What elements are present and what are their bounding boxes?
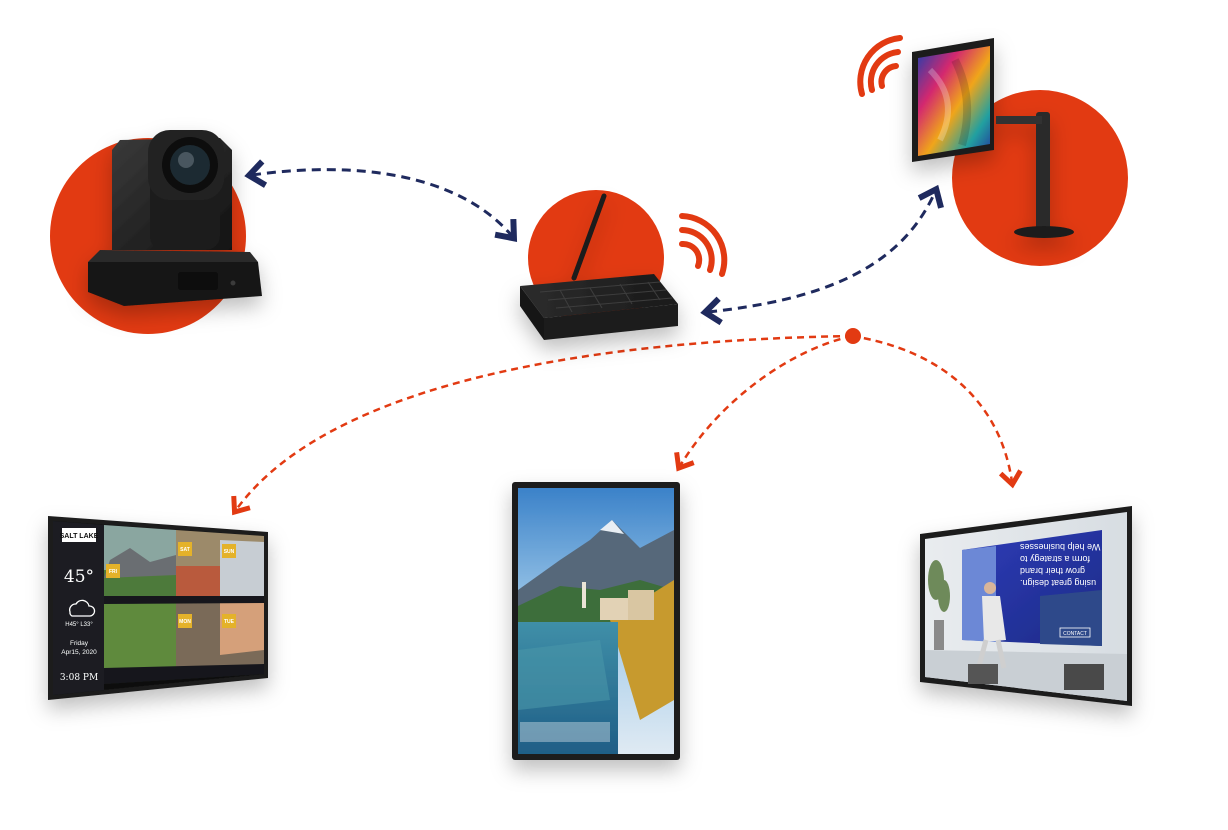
router-icon (520, 193, 678, 340)
temperature-value: 45° (64, 567, 94, 587)
day-card-sun: SUN (224, 549, 235, 555)
day-card-sat: SAT (180, 547, 190, 553)
time-label: 3:08 PM (60, 673, 98, 683)
signage-display-left: SALT LAKE 45° H45° L33° Friday Apr15, 20… (48, 516, 268, 700)
date-label: Apr15, 2020 (61, 649, 97, 656)
ptz-camera (50, 130, 262, 334)
hi-lo-temps: H45° L33° (65, 622, 93, 628)
link-camera-router (244, 159, 518, 242)
chair (1064, 664, 1104, 690)
link-router-monitor (700, 184, 944, 326)
headline-line-2: form a strategy to (1020, 554, 1090, 564)
signage-display-right: We help businesses form a strategy to gr… (920, 506, 1132, 706)
wifi-icon (679, 213, 728, 277)
chair (968, 664, 998, 684)
headline-line-1: We help businesses (1020, 542, 1101, 552)
signage-display-center (512, 482, 680, 760)
monitor-icon (912, 38, 1074, 238)
day-card-tue: TUE (224, 619, 235, 625)
day-card-fri: FRI (109, 569, 118, 575)
headline-line-4: using great design. (1020, 578, 1096, 588)
connections (231, 159, 1023, 516)
cloud-icon (69, 599, 96, 617)
wireless-monitor (857, 35, 1128, 266)
link-hub-center-display (674, 334, 853, 472)
headline-line-3: grow their brand (1020, 566, 1085, 576)
camera-icon (88, 130, 262, 306)
contact-button-label: CONTACT (1063, 631, 1087, 637)
wireless-router (520, 190, 728, 340)
wifi-icon (857, 35, 903, 97)
plant (928, 560, 950, 650)
brand-label: SALT LAKE (60, 533, 99, 540)
link-hub-right-display (851, 334, 1023, 489)
day-label: Friday (70, 640, 89, 647)
distribution-hub-dot (845, 328, 861, 344)
day-card-mon: MON (179, 619, 191, 625)
